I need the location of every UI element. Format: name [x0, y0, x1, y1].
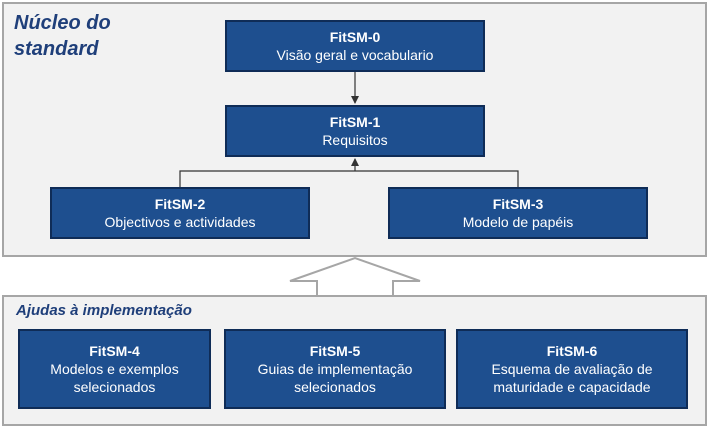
fitsm-1-code: FitSM-1: [329, 114, 381, 130]
implementation-aids-title: Ajudas à implementação: [16, 302, 192, 319]
fitsm-2-code: FitSM-2: [154, 196, 206, 212]
fitsm-0-desc: Visão geral e vocabulario: [276, 47, 434, 63]
fitsm-1-desc: Requisitos: [322, 132, 388, 148]
fitsm-1-box: FitSM-1 Requisitos: [225, 105, 485, 157]
support-up-arrow: [289, 256, 421, 295]
fitsm-2-desc: Objectivos e actividades: [104, 214, 256, 230]
fitsm-5-code: FitSM-5: [309, 343, 361, 359]
fitsm-5-box: FitSM-5 Guias de implementação seleciona…: [224, 329, 446, 409]
fitsm-4-code: FitSM-4: [89, 343, 140, 359]
fitsm-6-desc: Esquema de avaliação de maturidade e cap…: [491, 361, 653, 395]
fitsm-0-code: FitSM-0: [329, 29, 381, 45]
core-standard-title: Núcleo do standard: [14, 12, 111, 60]
fitsm-5-desc: Guias de implementação selecionados: [257, 361, 413, 395]
fitsm-0-box: FitSM-0 Visão geral e vocabulario: [225, 20, 485, 72]
fitsm-3-box: FitSM-3 Modelo de papéis: [388, 187, 648, 239]
fitsm-4-box: FitSM-4 Modelos e exemplos selecionados: [18, 329, 211, 409]
fitsm-3-code: FitSM-3: [492, 196, 544, 212]
fitsm-6-code: FitSM-6: [546, 343, 598, 359]
fitsm-3-desc: Modelo de papéis: [462, 214, 574, 230]
fitsm-4-desc: Modelos e exemplos selecionados: [50, 361, 179, 395]
fitsm-6-box: FitSM-6 Esquema de avaliação de maturida…: [456, 329, 688, 409]
fitsm-2-box: FitSM-2 Objectivos e actividades: [50, 187, 310, 239]
